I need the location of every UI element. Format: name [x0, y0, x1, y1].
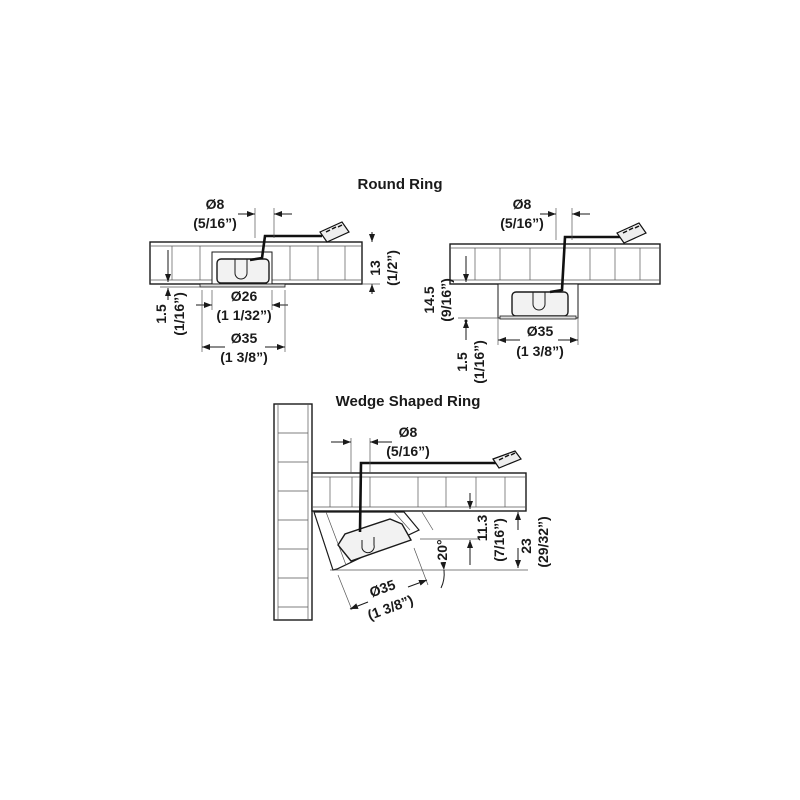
right-flange: 1.5	[454, 352, 470, 372]
wedge-total-height-inch: (29/32”)	[535, 516, 551, 567]
wedge-total-height: 23	[518, 538, 534, 554]
wedge-cable-diameter: Ø8	[399, 424, 418, 440]
left-flange: 1.5	[153, 304, 169, 324]
left-cable-diameter-inch: (5/16”)	[193, 215, 237, 231]
connector-icon	[616, 222, 647, 244]
wedge-ring-title: Wedge Shaped Ring	[336, 393, 481, 410]
left-inner-diameter-inch: (1 1/32”)	[216, 307, 271, 323]
left-inner-diameter: Ø26	[231, 288, 258, 304]
wedge-depth: 11.3	[474, 515, 490, 542]
right-depth-inch: (9/16”)	[438, 278, 454, 322]
left-flange-inch: (1/16”)	[171, 292, 187, 336]
right-cable-diameter-inch: (5/16”)	[500, 215, 544, 231]
left-outer-diameter-inch: (1 3/8”)	[220, 349, 267, 365]
right-outer-diameter-inch: (1 3/8”)	[516, 343, 563, 359]
round-ring-left-drawing	[149, 208, 380, 352]
round-ring-right-drawing	[449, 208, 661, 345]
right-outer-diameter: Ø35	[527, 323, 554, 339]
right-cable-diameter: Ø8	[513, 196, 532, 212]
wedge-depth-inch: (7/16”)	[491, 518, 507, 562]
connector-icon	[492, 450, 522, 469]
connector-icon	[319, 221, 350, 243]
round-ring-title: Round Ring	[358, 176, 443, 193]
wedge-outer-diameter: Ø35	[367, 576, 398, 600]
left-cable-diameter: Ø8	[206, 196, 225, 212]
right-depth: 14.5	[421, 286, 437, 313]
left-depth: 13	[367, 260, 383, 276]
wedge-cable-diameter-inch: (5/16”)	[386, 443, 430, 459]
right-flange-inch: (1/16”)	[471, 340, 487, 384]
wedge-angle: 20°	[434, 539, 450, 560]
wedge-ring-drawing	[273, 403, 528, 621]
left-outer-diameter: Ø35	[231, 330, 258, 346]
left-depth-inch: (1/2”)	[384, 250, 400, 286]
